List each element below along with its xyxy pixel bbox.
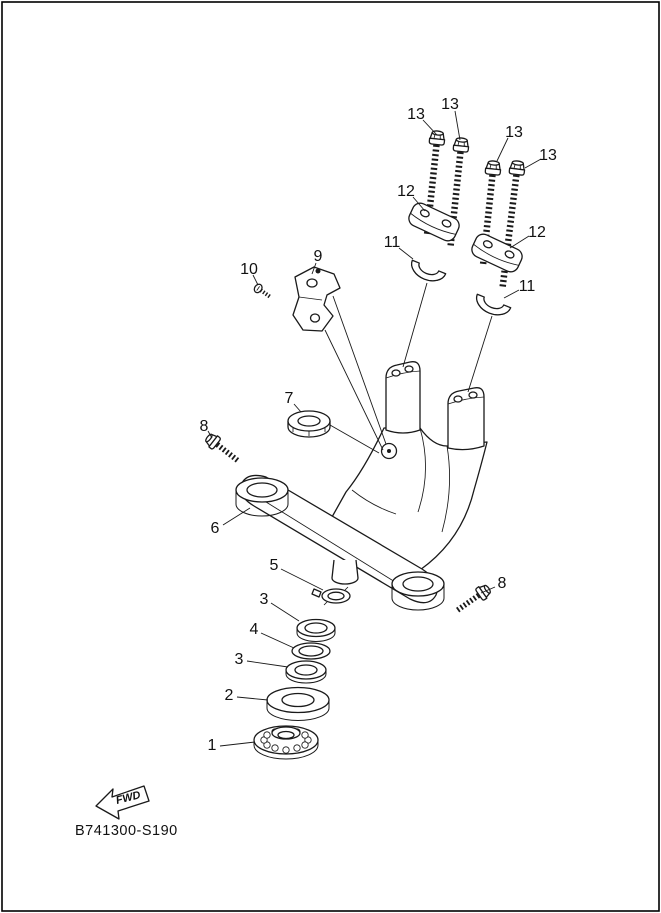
part-3-race-upper	[296, 618, 336, 642]
callout-3-lower: 3	[235, 651, 244, 668]
part-13-bolt-d	[499, 160, 526, 290]
callout-7: 7	[285, 390, 294, 407]
leader-lines	[207, 110, 542, 747]
part-8-bolt-left	[205, 433, 240, 463]
stem-boss-left	[235, 477, 289, 517]
part-1-bearing	[253, 725, 319, 760]
part-9-bracket	[292, 266, 341, 332]
stem-arm-left	[385, 361, 421, 434]
callout-4: 4	[250, 621, 259, 638]
part-7-ring-nut	[287, 410, 331, 438]
callout-11-b: 11	[519, 278, 536, 295]
stem-tube	[331, 559, 359, 585]
stem-arm-right	[447, 387, 485, 451]
part-5-lock-washer	[311, 586, 351, 606]
callout-3-upper: 3	[260, 591, 269, 608]
part-11-clamp-b	[476, 293, 512, 316]
fwd-arrow-icon: FWD	[95, 785, 150, 820]
callout-6: 6	[211, 520, 220, 537]
part-12-holder-a	[408, 202, 460, 242]
part-4-seal-ring	[291, 642, 331, 660]
part-11-clamp-a	[411, 259, 447, 282]
callout-5: 5	[270, 557, 279, 574]
callout-8-right: 8	[498, 575, 507, 592]
part-3-race-lower	[285, 660, 327, 684]
stem-top-hole	[380, 442, 398, 460]
callout-13-d: 13	[539, 147, 557, 164]
callout-2: 2	[225, 687, 234, 704]
callout-labels: 13 13 13 13 12 12 11 11 10 9 7 8 6 5 3 4…	[200, 96, 557, 754]
callout-13-b: 13	[441, 96, 459, 113]
callout-12-b: 12	[528, 224, 546, 241]
stem-web	[331, 427, 488, 571]
callout-9: 9	[314, 248, 323, 265]
part-10-screw	[253, 283, 272, 299]
callout-13-a: 13	[407, 106, 425, 123]
part-6-steering-stem	[235, 361, 488, 611]
callout-12-a: 12	[397, 183, 415, 200]
callout-1: 1	[208, 737, 217, 754]
callout-13-c: 13	[505, 124, 523, 141]
callout-11-a: 11	[384, 234, 401, 251]
part-12-holder-b	[471, 233, 523, 273]
callout-10: 10	[240, 261, 258, 278]
fwd-label: FWD	[115, 789, 142, 807]
stem-boss-right	[391, 571, 445, 611]
diagram-code: B741300-S190	[75, 823, 178, 839]
assembly-lines	[324, 282, 493, 454]
callout-8-left: 8	[200, 418, 209, 435]
part-2-dust-cover	[266, 686, 330, 721]
part-8-bolt-right	[455, 584, 491, 613]
